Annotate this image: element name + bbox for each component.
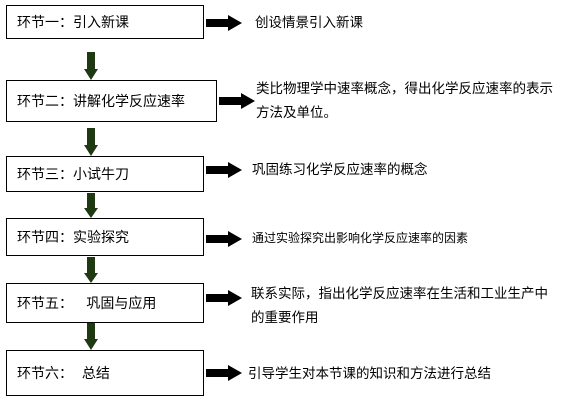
right-arrow-6 <box>206 365 242 381</box>
right-arrow-3 <box>206 162 242 178</box>
right-arrow-1 <box>206 15 242 31</box>
stage-5-description: 联系实际，指出化学反应速率在生活和工业生产中的重要作用 <box>251 286 548 326</box>
down-arrow-5 <box>84 323 98 350</box>
stage-6-box: 环节六： 总结 <box>6 350 204 396</box>
stage-4-box: 环节四：实验探究 <box>6 218 204 256</box>
stage-2-description: 类比物理学中速率概念，得出化学反应速率的表示方法及单位。 <box>256 81 553 121</box>
down-arrow-3 <box>84 193 98 218</box>
stage-1-box: 环节一：引入新课 <box>6 5 204 39</box>
right-arrow-5 <box>206 290 242 306</box>
stage-2-box: 环节二：讲解化学反应速率 <box>6 80 217 122</box>
stage-6-label: 环节六： 总结 <box>17 366 110 382</box>
stage-4-label: 环节四：实验探究 <box>17 230 129 246</box>
down-arrow-4 <box>84 257 98 283</box>
stage-2-label: 环节二：讲解化学反应速率 <box>17 94 185 110</box>
stage-1-description: 创设情景引入新课 <box>255 15 363 31</box>
stage-6-description: 引导学生对本节课的知识和方法进行总结 <box>248 366 491 382</box>
right-arrow-2 <box>219 93 255 109</box>
right-arrow-4 <box>206 231 242 247</box>
stage-4-description: 通过实验探究出影响化学反应速率的因素 <box>252 231 469 245</box>
down-arrow-2 <box>84 128 98 156</box>
down-arrow-1 <box>84 52 98 80</box>
stage-5-label: 环节五： 巩固与应用 <box>17 296 157 312</box>
stage-3-label: 环节三：小试牛刀 <box>17 167 129 183</box>
stage-1-label: 环节一：引入新课 <box>17 15 129 31</box>
stage-3-description: 巩固练习化学反应速率的概念 <box>252 162 428 178</box>
stage-5-box: 环节五： 巩固与应用 <box>6 283 204 323</box>
stage-3-box: 环节三：小试牛刀 <box>6 156 204 192</box>
